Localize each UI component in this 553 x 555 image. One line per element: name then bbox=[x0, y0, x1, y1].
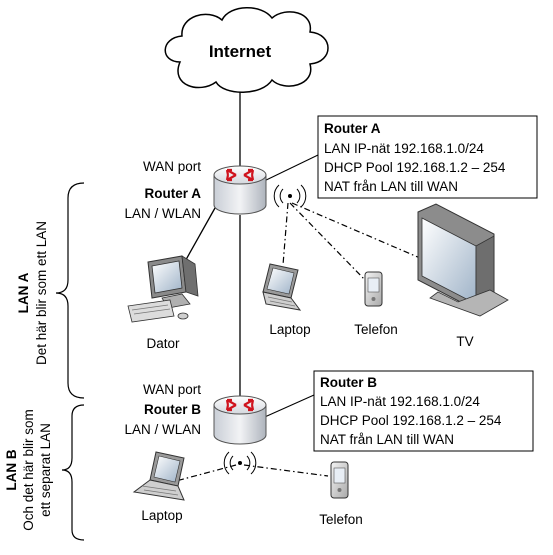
tv-label: TV bbox=[456, 334, 473, 349]
telefon-a-label: Telefon bbox=[354, 322, 398, 337]
laptop-b-label: Laptop bbox=[141, 508, 182, 523]
internet-label: Internet bbox=[209, 42, 272, 61]
router-a-wan-label: WAN port bbox=[143, 159, 201, 174]
lan-b-subtitle-line: Och det här blir som bbox=[21, 409, 36, 531]
router-a-info-connector bbox=[259, 154, 319, 184]
tv-icon bbox=[417, 203, 509, 317]
dator-link bbox=[182, 207, 216, 266]
router-b-info-title: Router B bbox=[320, 375, 377, 390]
router-b-info-line: NAT från LAN till WAN bbox=[320, 432, 454, 447]
lan-a-subtitle: Det här blir som ett LAN bbox=[34, 221, 49, 365]
desktop-computer-icon bbox=[127, 255, 199, 323]
router-b-antenna-icon bbox=[223, 451, 257, 475]
router-b bbox=[213, 395, 267, 445]
wireless-links-a bbox=[282, 202, 421, 283]
dator-label: Dator bbox=[146, 336, 180, 351]
phone-icon bbox=[330, 461, 349, 499]
internet-cloud: Internet bbox=[164, 7, 329, 93]
phone-icon bbox=[364, 271, 383, 307]
lan-b-subtitle-line: ett separat LAN bbox=[38, 423, 53, 517]
router-a bbox=[213, 165, 267, 215]
router-a-name-label: Router A bbox=[145, 186, 202, 201]
router-a-antenna-icon bbox=[273, 184, 307, 208]
router-b-info-line: LAN IP-nät 192.168.1.0/24 bbox=[320, 394, 480, 409]
router-a-lan-label: LAN / WLAN bbox=[124, 206, 201, 221]
lan-a-title: LAN A bbox=[16, 272, 31, 313]
wireless-links-b bbox=[175, 464, 329, 482]
laptop-a-label: Laptop bbox=[269, 322, 310, 337]
router-a-info-line: DHCP Pool 192.168.1.2 – 254 bbox=[324, 160, 506, 175]
router-b-info-connector bbox=[257, 394, 315, 421]
lan-b-title: LAN B bbox=[4, 449, 19, 490]
laptop-icon bbox=[262, 263, 302, 311]
router-a-info-title: Router A bbox=[324, 121, 381, 136]
router-b-wan-label: WAN port bbox=[143, 382, 201, 397]
router-b-lan-label: LAN / WLAN bbox=[124, 422, 201, 437]
lan-a-bracket bbox=[55, 182, 85, 399]
router-b-info-box: Router B LAN IP-nät 192.168.1.0/24 DHCP … bbox=[313, 370, 534, 452]
router-a-info-box: Router A LAN IP-nät 192.168.1.0/24 DHCP … bbox=[317, 115, 538, 199]
router-a-info-line: LAN IP-nät 192.168.1.0/24 bbox=[324, 141, 484, 156]
telefon-b-label: Telefon bbox=[319, 512, 363, 527]
router-a-info-line: NAT från LAN till WAN bbox=[324, 179, 458, 194]
router-b-info-line: DHCP Pool 192.168.1.2 – 254 bbox=[320, 413, 502, 428]
laptop-icon bbox=[132, 451, 185, 501]
router-b-name-label: Router B bbox=[144, 402, 201, 417]
lan-b-bracket bbox=[61, 404, 85, 541]
